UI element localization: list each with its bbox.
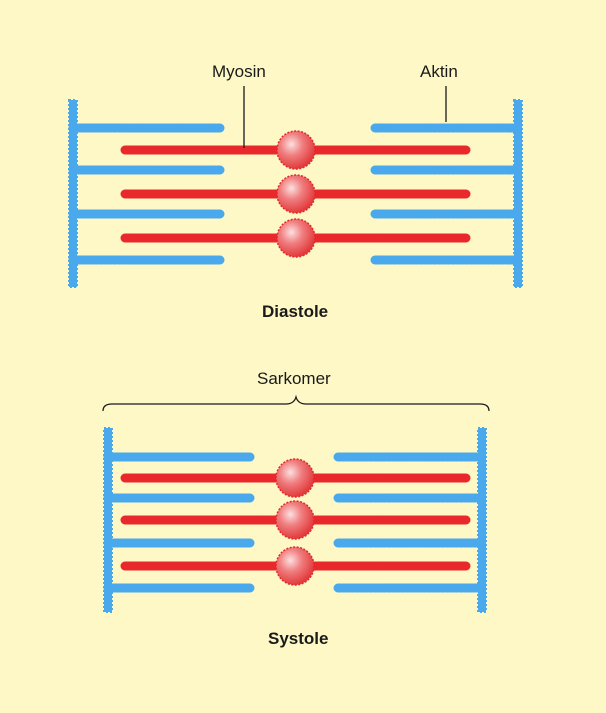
z-disc-right xyxy=(477,427,487,613)
z-disc-left xyxy=(68,99,78,288)
myosin-label: Myosin xyxy=(212,62,266,81)
myosin-1-head xyxy=(276,130,316,170)
annotations xyxy=(102,86,490,412)
myosin-1-head xyxy=(275,458,315,498)
diastole-caption: Diastole xyxy=(262,302,329,321)
systole-sarcomere xyxy=(103,427,487,613)
sarkomer-label: Sarkomer xyxy=(257,369,331,388)
diastole-sarcomere xyxy=(68,99,523,288)
systole-caption: Systole xyxy=(268,629,329,648)
sarkomer-brace xyxy=(102,394,490,412)
aktin-label: Aktin xyxy=(420,62,458,81)
myosin-2-head xyxy=(275,500,315,540)
z-disc-left xyxy=(103,427,113,613)
myosin-3-head xyxy=(276,218,316,258)
z-disc-right xyxy=(513,99,523,288)
myosin-2-head xyxy=(276,174,316,214)
myosin-3-head xyxy=(275,546,315,586)
